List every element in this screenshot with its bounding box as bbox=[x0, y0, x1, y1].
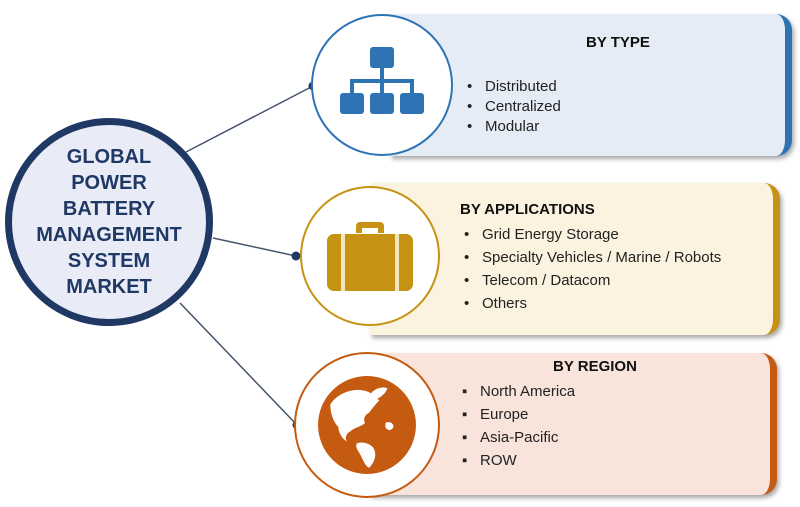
list-item: Others bbox=[464, 292, 732, 315]
hub-title-line: POWER bbox=[71, 172, 147, 194]
central-hub: GLOBAL POWER BATTERY MANAGEMENT SYSTEM M… bbox=[5, 118, 213, 326]
segment-list: Grid Energy Storage Specialty Vehicles /… bbox=[464, 223, 732, 315]
connector-applications-dot bbox=[291, 251, 301, 261]
segment-title: BY TYPE bbox=[586, 34, 650, 51]
hub-title-line: BATTERY bbox=[62, 198, 156, 220]
hub-title-line: SYSTEM bbox=[67, 250, 151, 272]
list-item: Telecom / Datacom bbox=[464, 269, 732, 292]
list-item: Centralized bbox=[467, 97, 561, 117]
list-item: Specialty Vehicles / Marine / Robots bbox=[464, 246, 732, 269]
connector-type bbox=[185, 85, 314, 153]
list-item: Distributed bbox=[467, 77, 561, 97]
list-item: Modular bbox=[467, 117, 561, 137]
segment-title: BY APPLICATIONS bbox=[460, 201, 595, 218]
hierarchy-icon bbox=[340, 47, 424, 114]
list-item: North America bbox=[462, 380, 575, 403]
list-item: Asia-Pacific bbox=[462, 426, 575, 449]
hub-title-line: GLOBAL bbox=[66, 146, 152, 168]
segment-list: North America Europe Asia-Pacific ROW bbox=[462, 380, 575, 472]
segment-icon-circle-region bbox=[294, 352, 440, 498]
globe-icon bbox=[318, 376, 416, 474]
connector-applications bbox=[212, 237, 297, 257]
segment-icon-circle-type bbox=[311, 14, 453, 156]
segment-title: BY REGION bbox=[553, 358, 637, 375]
briefcase-icon bbox=[327, 222, 413, 291]
hub-title-line: MARKET bbox=[66, 276, 152, 298]
segment-panel-type: BY TYPE Distributed Centralized Modular bbox=[390, 14, 792, 156]
segment-list: Distributed Centralized Modular bbox=[467, 77, 561, 137]
hub-title: GLOBAL POWER BATTERY MANAGEMENT SYSTEM M… bbox=[23, 144, 195, 300]
segment-icon-circle-applications bbox=[300, 186, 440, 326]
connector-region bbox=[179, 302, 298, 426]
list-item: Grid Energy Storage bbox=[464, 223, 732, 246]
list-item: Europe bbox=[462, 403, 575, 426]
list-item: ROW bbox=[462, 449, 575, 472]
hub-title-line: MANAGEMENT bbox=[36, 224, 182, 246]
